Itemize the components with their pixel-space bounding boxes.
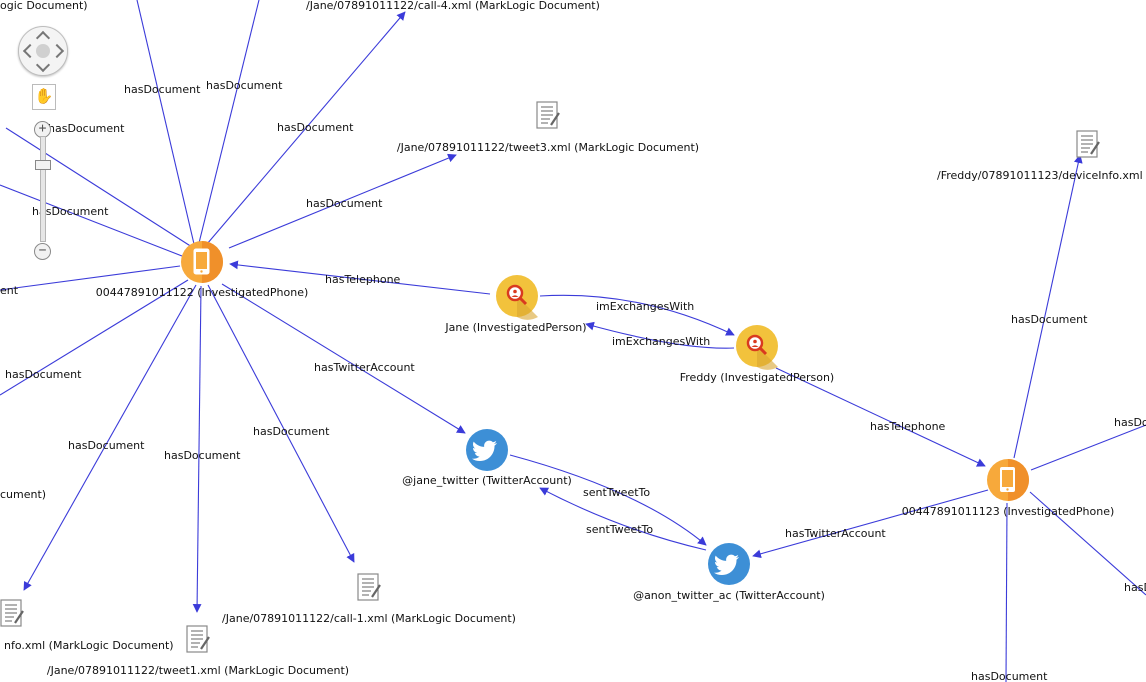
edge-label: imExchangesWith <box>596 300 694 313</box>
graph-navigation: ✋ + − <box>16 24 72 264</box>
edge-line[interactable] <box>1030 424 1146 471</box>
twitter-bird-icon <box>472 440 497 462</box>
node-label: /Jane/07891011122/call-1.xml (MarkLogic … <box>222 612 516 625</box>
offscreen-node-label: ent <box>0 284 19 297</box>
document-icon <box>0 598 25 628</box>
phone-node-2[interactable]: 00447891011123 (InvestigatedPhone) <box>902 459 1115 518</box>
edge-label: hasDocument <box>68 439 145 452</box>
zoom-slider-track[interactable] <box>40 136 46 242</box>
edge-line[interactable] <box>775 367 986 467</box>
magnifier-icon <box>506 284 528 306</box>
magnifier-icon <box>746 334 768 356</box>
edge-line[interactable] <box>509 454 707 546</box>
document-icon <box>356 572 382 602</box>
doc-node-tweet1[interactable]: /Jane/07891011122/tweet1.xml (MarkLogic … <box>47 624 349 677</box>
edge-line[interactable] <box>5 127 193 248</box>
arrow-up-icon[interactable] <box>35 30 51 46</box>
person-node-freddy[interactable]: Freddy (InvestigatedPerson) <box>680 325 834 384</box>
phone-icon <box>1000 467 1015 492</box>
edge-labels: hasDocument hasDocument hasDocument hasD… <box>5 79 1146 682</box>
offscreen-node-label: cument) <box>0 488 46 501</box>
edge-line[interactable] <box>1029 491 1146 596</box>
edge-line[interactable] <box>228 153 457 249</box>
edge-line[interactable] <box>539 487 707 551</box>
doc-node-call4[interactable]: /Jane/07891011122/call-4.xml (MarkLogic … <box>306 0 600 12</box>
edge-label: hasTwitterAccount <box>785 527 886 540</box>
node-label: /Jane/07891011122/tweet3.xml (MarkLogic … <box>397 141 699 154</box>
edge-label: hasDocument <box>306 197 383 210</box>
document-icon <box>535 100 561 130</box>
edge-label: hasDocument <box>971 670 1048 682</box>
edge-label: hasDocument <box>1011 313 1088 326</box>
phone-node-1[interactable]: 00447891011122 (InvestigatedPhone) <box>96 241 309 299</box>
edge-line[interactable] <box>0 184 183 257</box>
node-label: 00447891011122 (InvestigatedPhone) <box>96 286 309 299</box>
edge-line[interactable] <box>229 260 491 295</box>
edge-label: sentTweetTo <box>583 486 650 499</box>
edge-label: hasDoc <box>1124 581 1146 594</box>
arrow-left-icon[interactable] <box>22 43 38 59</box>
edge-label: hasDocument <box>124 83 201 96</box>
node-label: Freddy (InvestigatedPerson) <box>680 371 834 384</box>
edge-line[interactable] <box>752 489 989 559</box>
edge-label: sentTweetTo <box>586 523 653 536</box>
edge-line[interactable] <box>198 0 260 244</box>
edge-label: hasDocument <box>253 425 330 438</box>
edge-line[interactable] <box>136 0 195 245</box>
hand-drag-icon[interactable]: ✋ <box>32 84 56 110</box>
edge-line[interactable] <box>192 285 202 613</box>
zoom-out-button[interactable]: − <box>34 243 51 260</box>
arrow-right-icon[interactable] <box>49 43 65 59</box>
document-icon <box>1075 129 1101 159</box>
edge-label: hasDocument <box>5 368 82 381</box>
pan-control[interactable] <box>18 26 68 76</box>
arrow-down-icon[interactable] <box>35 57 51 73</box>
edge-label: hasTelephone <box>870 420 946 433</box>
pan-center[interactable] <box>36 44 50 58</box>
edge-label: hasDocument <box>1114 416 1146 429</box>
node-label: nfo.xml (MarkLogic Document) <box>4 639 174 652</box>
node-label: Jane (InvestigatedPerson) <box>444 321 586 334</box>
edge-label: hasDocument <box>164 449 241 462</box>
edge-label: hasDocument <box>48 122 125 135</box>
edge-label: hasTelephone <box>325 273 401 286</box>
node-label: 00447891011123 (InvestigatedPhone) <box>902 505 1115 518</box>
twitter-node-jane[interactable]: @jane_twitter (TwitterAccount) <box>402 429 572 487</box>
edge-line[interactable] <box>221 283 466 434</box>
doc-node-call1[interactable]: /Jane/07891011122/call-1.xml (MarkLogic … <box>222 572 516 625</box>
edge-line[interactable] <box>585 321 735 349</box>
node-label: @jane_twitter (TwitterAccount) <box>402 474 572 487</box>
offscreen-node-label: ogic Document) <box>0 0 88 12</box>
edge-line[interactable] <box>23 284 197 591</box>
doc-node-freddy-deviceinfo[interactable]: /Freddy/07891011123/deviceInfo.xml (Ma <box>937 129 1146 182</box>
edge-line[interactable] <box>206 11 406 245</box>
doc-node-tweet3[interactable]: /Jane/07891011122/tweet3.xml (MarkLogic … <box>397 100 699 154</box>
twitter-node-anon[interactable]: @anon_twitter_ac (TwitterAccount) <box>633 543 825 602</box>
edge-label: hasDocument <box>277 121 354 134</box>
edge-line[interactable] <box>1013 154 1083 459</box>
edge-line[interactable] <box>0 279 189 396</box>
document-icon <box>185 624 211 654</box>
zoom-slider-handle[interactable] <box>35 159 51 170</box>
person-node-jane[interactable]: Jane (InvestigatedPerson) <box>444 275 587 334</box>
node-label: @anon_twitter_ac (TwitterAccount) <box>633 589 825 602</box>
edge-line[interactable] <box>0 265 181 291</box>
edge-label: hasDocument <box>32 205 109 218</box>
edge-label: hasTwitterAccount <box>314 361 415 374</box>
edge-label: hasDocument <box>206 79 283 92</box>
twitter-bird-icon <box>713 554 739 576</box>
edge-line[interactable] <box>207 284 355 563</box>
edge-line[interactable] <box>1005 502 1008 682</box>
doc-node-info[interactable]: nfo.xml (MarkLogic Document) <box>0 598 174 652</box>
edge-label: imExchangesWith <box>612 335 710 348</box>
node-label: /Jane/07891011122/call-4.xml (MarkLogic … <box>306 0 600 12</box>
phone-icon <box>193 248 210 275</box>
node-label: /Freddy/07891011123/deviceInfo.xml (Ma <box>937 169 1146 182</box>
edge-line[interactable] <box>539 294 735 336</box>
node-label: /Jane/07891011122/tweet1.xml (MarkLogic … <box>47 664 349 677</box>
